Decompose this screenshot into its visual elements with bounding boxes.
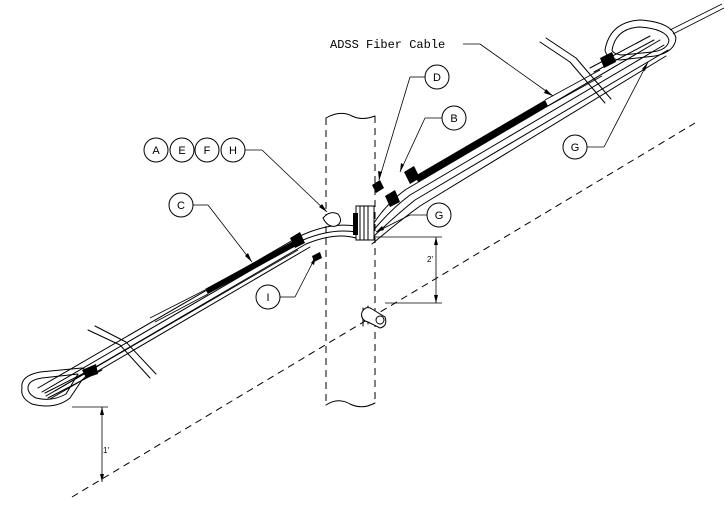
break-mark-right bbox=[539, 37, 612, 104]
dimension-one-foot-label: 1' bbox=[103, 446, 109, 455]
callout-c-label: C bbox=[177, 200, 185, 212]
dead-end-right bbox=[589, 3, 725, 73]
cable-leader bbox=[463, 43, 554, 97]
callout-g-top bbox=[562, 61, 649, 160]
callout-group-aefh bbox=[143, 137, 328, 213]
break-mark-left bbox=[87, 325, 157, 379]
callout-g-mid-label: G bbox=[435, 210, 444, 222]
dead-end-left bbox=[21, 364, 103, 407]
dimension-one-foot bbox=[72, 406, 108, 482]
armor-rod-left bbox=[149, 240, 298, 323]
callout-g-mid bbox=[375, 202, 452, 233]
callout-d-label: D bbox=[433, 72, 441, 84]
callout-d bbox=[378, 64, 450, 181]
callout-h-label: H bbox=[229, 145, 237, 157]
lower-clamp bbox=[361, 305, 387, 329]
callout-a-label: A bbox=[152, 145, 160, 157]
cable-label: ADSS Fiber Cable bbox=[330, 38, 445, 52]
callout-e-label: E bbox=[178, 145, 185, 157]
dimension-two-foot bbox=[376, 236, 442, 304]
callout-g-top-label: G bbox=[571, 142, 580, 154]
callout-b bbox=[399, 105, 467, 173]
callout-i bbox=[255, 255, 317, 310]
suspension-hardware bbox=[290, 166, 420, 262]
dimension-two-foot-label: 2' bbox=[427, 255, 433, 264]
pole-bracket bbox=[353, 205, 375, 241]
callout-i-label: I bbox=[266, 292, 269, 304]
pole bbox=[325, 112, 376, 408]
callout-b-label: B bbox=[450, 113, 457, 125]
callout-c bbox=[168, 192, 253, 263]
callout-f-label: F bbox=[204, 145, 211, 157]
ground-line bbox=[71, 122, 696, 498]
cable-bundle-right bbox=[371, 39, 669, 245]
